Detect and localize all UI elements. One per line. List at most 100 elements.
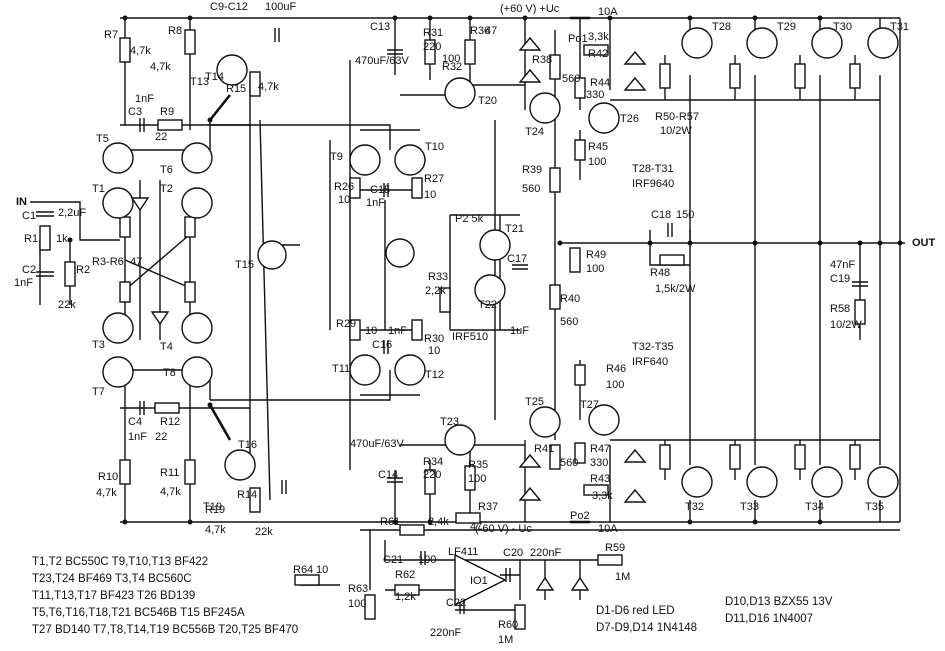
value-c22: 220nF	[430, 627, 461, 639]
value-r38: 560	[562, 73, 580, 85]
value-r48: 1,5k/2W	[655, 283, 696, 295]
t22-type: IRF510	[452, 331, 488, 343]
label-t10: T10	[425, 141, 444, 153]
value-r3r6: 47	[130, 256, 142, 268]
label-r27: R27	[424, 173, 444, 185]
value-r37: 47	[470, 521, 482, 533]
legend-line: T23,T24 BF469 T3,T4 BC560C	[32, 573, 192, 585]
value-r19: 4,7k	[205, 524, 226, 536]
value-r46: 100	[606, 379, 624, 391]
value-r14: 22k	[255, 526, 273, 538]
label-r1: R1	[24, 233, 38, 245]
value-r2: 22k	[58, 299, 76, 311]
label-t19: T19	[203, 501, 222, 513]
label-t24: T24	[525, 126, 544, 138]
value-r32: 100	[442, 53, 460, 65]
value-r10: 4,7k	[96, 487, 117, 499]
legend-line: D7-D9,D14 1N4148	[596, 622, 697, 634]
label-t23: T23	[440, 416, 459, 428]
value-c14: 470uF/63V	[350, 438, 404, 450]
label-r30: R30	[424, 333, 444, 345]
label-t26: T26	[620, 113, 639, 125]
parts-legend-right: D10,D13 BZX55 13V D11,D16 1N4007	[725, 596, 833, 625]
value-r7: 4,7k	[130, 45, 151, 57]
value-r60: 1M	[498, 634, 513, 646]
label-t14: T14	[205, 71, 224, 83]
legend-line: D11,D16 1N4007	[725, 613, 813, 625]
value-c15: 1nF	[366, 197, 385, 209]
value-r44: 330	[586, 89, 604, 101]
label-r19: R19	[205, 504, 225, 516]
t32-35-type: IRF640	[632, 356, 668, 368]
label-t27: T27	[580, 399, 599, 411]
label-r61: R61	[380, 516, 400, 528]
value-r34: 220	[423, 469, 441, 481]
value-r61: 2,4k	[428, 516, 449, 528]
label-r26: R26	[334, 181, 354, 193]
value-r63: 100	[348, 598, 366, 610]
label-r29: R29	[336, 318, 356, 330]
label-t30: T30	[833, 21, 852, 33]
value-r1: 1k	[56, 233, 68, 245]
label-r35: R35	[468, 459, 488, 471]
parts-legend-mid: D1-D6 red LED D7-D9,D14 1N4148	[596, 605, 697, 634]
value-c16: 1nF	[388, 325, 407, 337]
label-t4: T4	[160, 341, 173, 353]
legend-line: D10,D13 BZX55 13V	[725, 596, 833, 608]
legend-line: T11,T13,T17 BF423 T26 BD139	[32, 590, 195, 602]
opamp-symbol	[454, 553, 507, 607]
label-c19: C19	[830, 273, 850, 285]
label-r46: R46	[606, 363, 626, 375]
value-r12: 22	[155, 431, 167, 443]
value-c9c12: 100uF	[265, 1, 296, 13]
label-r62: R62	[395, 569, 415, 581]
label-r63: R63	[348, 583, 368, 595]
label-r33: R33	[428, 271, 448, 283]
label-r8: R8	[168, 25, 182, 37]
value-c4: 1nF	[128, 431, 147, 443]
value-r45: 100	[588, 156, 606, 168]
label-r12: R12	[160, 416, 180, 428]
value-c13: 470uF/63V	[355, 55, 409, 67]
value-r26: 10	[338, 194, 350, 206]
label-r45: R45	[588, 141, 608, 153]
label-r44: R44	[590, 77, 610, 89]
label-r64: R64	[293, 564, 313, 576]
label-r40: R40	[560, 293, 580, 305]
label-t20: T20	[478, 95, 497, 107]
label-t11: T11	[332, 363, 350, 375]
value-r43: 3,3k	[592, 490, 613, 502]
value-r33: 2,2k	[425, 285, 446, 297]
junction-dots	[67, 15, 903, 525]
label-t9: T9	[330, 151, 343, 163]
label-r39: R39	[522, 164, 542, 176]
value-r36: 47	[485, 25, 497, 37]
t28-31-label: T28-T31	[632, 163, 674, 175]
value-c17: 1uF	[510, 325, 529, 337]
p2-label: P2 5k	[455, 213, 484, 225]
bold-wires	[208, 16, 590, 524]
vplus-label: (+60 V) +Uc	[500, 3, 560, 15]
label-t2: T2	[160, 183, 173, 195]
label-t6: T6	[160, 164, 173, 176]
legend-line: T27 BD140 T7,T8,T14,T19 BC556B T20,T25 B…	[32, 624, 298, 636]
label-t8: T8	[163, 367, 176, 379]
label-c17: C17	[507, 253, 527, 265]
r50-57-value: 10/2W	[660, 125, 692, 137]
legend-line: T1,T2 BC550C T9,T10,T13 BF422	[32, 556, 208, 568]
transistor-symbols	[102, 27, 899, 498]
label-t32: T32	[685, 501, 704, 513]
label-c9c12: C9-C12	[210, 1, 248, 13]
r50-57-label: R50-R57	[655, 111, 699, 123]
label-r9: R9	[160, 106, 174, 118]
value-r29: 10	[365, 325, 377, 337]
value-r41: 560	[560, 457, 578, 469]
label-r48: R48	[650, 267, 670, 279]
label-r43: R43	[590, 473, 610, 485]
label-r59: R59	[605, 542, 625, 554]
vminus-label: (-60 V) - Uc	[475, 523, 532, 535]
label-t29: T29	[777, 21, 796, 33]
value-c19: 47nF	[830, 259, 855, 271]
value-r15: 4,7k	[258, 81, 279, 93]
